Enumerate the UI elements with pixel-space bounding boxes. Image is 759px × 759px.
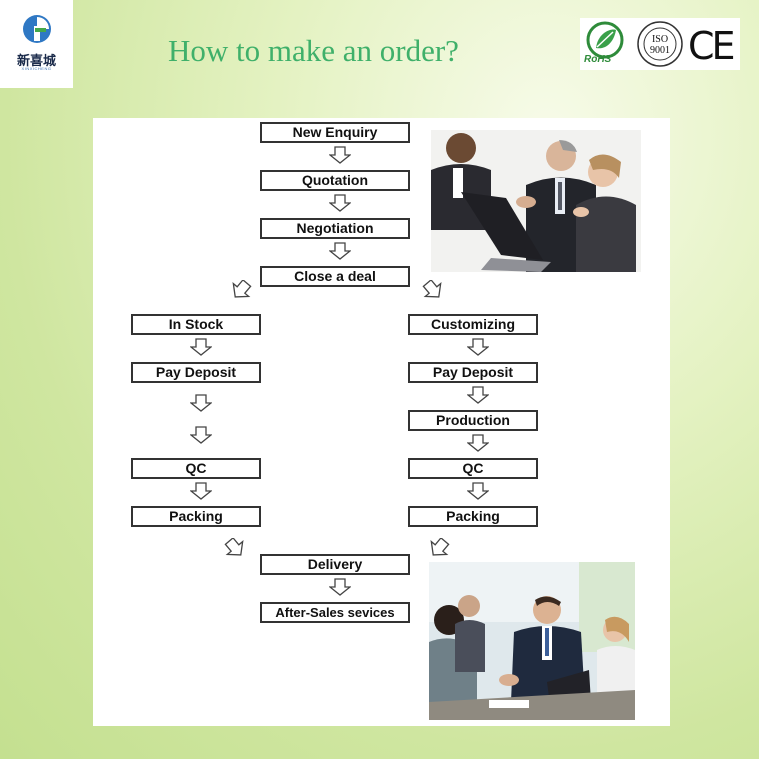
- iso-seal-icon: ISO 9001: [636, 20, 684, 68]
- handshake-meeting-photo: [429, 562, 635, 720]
- company-logo: 新喜城 XINXICHENG: [0, 0, 73, 88]
- step-customizing: Customizing: [408, 314, 538, 335]
- step-qc-left: QC: [131, 458, 261, 479]
- step-quotation: Quotation: [260, 170, 410, 191]
- logo-mark-icon: [22, 14, 52, 44]
- down-right-arrow-icon: [223, 538, 247, 558]
- step-pay-deposit-left: Pay Deposit: [131, 362, 261, 383]
- step-qc-right: QC: [408, 458, 538, 479]
- down-arrow-icon: [190, 426, 212, 444]
- step-after-sales: After-Sales sevices: [260, 602, 410, 623]
- down-left-arrow-icon: [229, 280, 253, 300]
- step-in-stock: In Stock: [131, 314, 261, 335]
- down-arrow-icon: [329, 242, 351, 260]
- iso-number: 9001: [650, 45, 670, 56]
- down-arrow-icon: [467, 482, 489, 500]
- step-new-enquiry: New Enquiry: [260, 122, 410, 143]
- step-pay-deposit-right: Pay Deposit: [408, 362, 538, 383]
- step-packing-left: Packing: [131, 506, 261, 527]
- down-arrow-icon: [329, 578, 351, 596]
- step-production: Production: [408, 410, 538, 431]
- certification-logos: RoHS ISO 9001 CE: [580, 18, 740, 70]
- rohs-label: RoHS: [584, 54, 611, 65]
- down-right-arrow-icon: [421, 280, 445, 300]
- flowchart-panel: New Enquiry Quotation Negotiation Close …: [93, 118, 670, 726]
- down-arrow-icon: [467, 434, 489, 452]
- down-arrow-icon: [467, 338, 489, 356]
- iso-text: ISO: [652, 34, 668, 45]
- logo-subtext: XINXICHENG: [0, 66, 73, 71]
- page-title: How to make an order?: [168, 33, 459, 69]
- down-left-arrow-icon: [427, 538, 451, 558]
- down-arrow-icon: [329, 146, 351, 164]
- down-arrow-icon: [190, 338, 212, 356]
- step-negotiation: Negotiation: [260, 218, 410, 239]
- ce-mark: CE: [688, 24, 733, 68]
- step-delivery: Delivery: [260, 554, 410, 575]
- down-arrow-icon: [190, 394, 212, 412]
- down-arrow-icon: [467, 386, 489, 404]
- step-close-deal: Close a deal: [260, 266, 410, 287]
- step-packing-right: Packing: [408, 506, 538, 527]
- down-arrow-icon: [190, 482, 212, 500]
- business-meeting-photo: [431, 130, 641, 272]
- down-arrow-icon: [329, 194, 351, 212]
